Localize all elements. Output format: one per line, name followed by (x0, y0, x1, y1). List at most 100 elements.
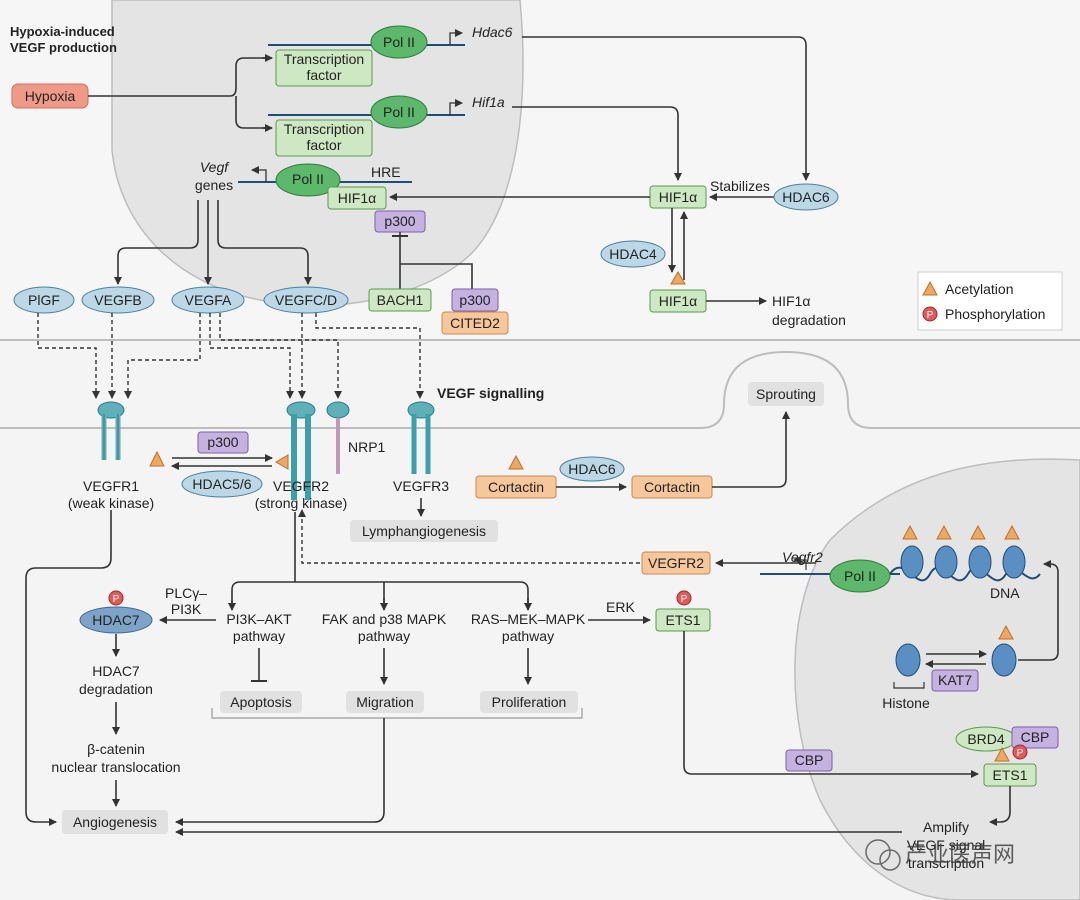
hif1a-hre-label: HIF1α (338, 190, 376, 206)
vegfcd-label: VEGFC/D (275, 292, 337, 308)
migration-box (346, 691, 424, 713)
erk-label: ERK (606, 599, 635, 615)
pi3k-label-1: PI3K–AKT (226, 611, 292, 627)
pol2-bottom-ellipse (829, 559, 891, 593)
lymph-box (350, 520, 498, 542)
pol2-ellipse-1 (370, 25, 428, 59)
hdac6-gene-arrow (522, 36, 810, 181)
tf-2-line2: factor (306, 137, 341, 153)
hif1a-ac-label: HIF1α (659, 293, 697, 309)
angiogenesis-box (62, 810, 168, 834)
nrp1-receptor (326, 401, 350, 474)
hdac6-cortactin-label: HDAC6 (568, 461, 616, 477)
gene-to-vegfb (114, 200, 199, 285)
ets1-label: ETS1 (665, 612, 700, 628)
p300-receptor-label: p300 (207, 434, 238, 450)
proliferation-label: Proliferation (492, 694, 567, 710)
nucleosomes (900, 545, 1026, 579)
hdac4-oval (600, 240, 666, 268)
vegfr-acetyl-left (149, 450, 165, 467)
plgf-to-vegfr1 (37, 313, 100, 399)
p300-top-label: p300 (384, 213, 415, 229)
watermark-text: 产业医声网 (905, 843, 1015, 868)
tss-1 (449, 29, 463, 45)
kat7-box (931, 669, 979, 692)
p300-bach-box (451, 288, 499, 312)
tss-3 (251, 166, 267, 182)
vegfb-oval (81, 286, 155, 314)
migration-label: Migration (356, 694, 414, 710)
p300-inhibition-lines (399, 232, 473, 290)
stabilizes-label: Stabilizes (710, 178, 770, 194)
vegfr2-label-2: (strong kinase) (255, 495, 348, 511)
angiogenesis-label: Angiogenesis (73, 814, 157, 830)
legend-phospho-icon (922, 306, 938, 322)
hif1a-label: HIF1α (659, 189, 697, 205)
hdac4-label: HDAC4 (609, 246, 657, 262)
vegfa-to-vegfr1 (124, 313, 201, 399)
cortactin-acetyl (508, 454, 524, 470)
vegfr2-label-1: VEGFR2 (273, 478, 329, 494)
cortactin-to-sprouting (712, 411, 790, 488)
hdac56-oval (181, 470, 263, 498)
vegfa-to-vegfr2 (209, 313, 294, 399)
hypoxia-label: Hypoxia (25, 88, 76, 104)
cortactin-label: Cortactin (644, 479, 700, 495)
p300-bach-label: p300 (459, 292, 490, 308)
vegfr1-label-1: VEGFR1 (83, 478, 139, 494)
top-title-2: VEGF production (10, 40, 117, 55)
outcome-bracket (211, 708, 583, 719)
dna-label: DNA (990, 585, 1020, 601)
pol2-label-2: Pol II (383, 104, 415, 120)
amplify-2: VEGF signal (907, 837, 986, 853)
hdac7-phospho-symbol: P (113, 594, 120, 605)
histone-acetyl (998, 624, 1014, 640)
bcat-1: β-catenin (87, 741, 145, 757)
tf-1-line2: factor (306, 67, 341, 83)
bach1-box (368, 288, 432, 312)
apoptosis-box (220, 691, 302, 713)
vegfr2-feedback-arrow (298, 509, 640, 564)
cbp-box-2 (1011, 726, 1059, 749)
p300-receptor-box (197, 431, 249, 454)
plgf-label: PlGF (28, 292, 60, 308)
sprouting-label: Sprouting (756, 386, 816, 402)
tf-1-line1: Transcription (284, 51, 364, 67)
plgf-oval (13, 286, 75, 314)
cbp-label-2: CBP (1021, 729, 1050, 745)
cortactin-ac-label: Cortactin (488, 479, 544, 495)
ets1-phospho (676, 590, 692, 606)
vegfr2-receptor (286, 401, 316, 500)
fak-label-2: pathway (358, 628, 410, 644)
vegfr2-acetyl (275, 454, 289, 470)
vegfa-to-nrp1 (219, 313, 342, 399)
legend-box (917, 271, 1063, 331)
tss-2 (449, 99, 463, 115)
top-title-1: Hypoxia-induced (10, 24, 115, 39)
hdac6-gene: Hdac6 (472, 24, 513, 40)
histone-right (991, 643, 1017, 677)
vegfr1-receptor (97, 401, 125, 460)
legend-acetyl-icon (922, 280, 938, 296)
bracket-to-angio (175, 718, 385, 826)
ras-label-2: pathway (502, 628, 554, 644)
hdac6-top-label: HDAC6 (782, 189, 830, 205)
apoptosis-label: Apoptosis (230, 694, 291, 710)
ets1-box (655, 608, 711, 632)
cbp-box-1 (785, 749, 833, 772)
ets1-nuc-phospho-symbol: P (1017, 748, 1024, 759)
fak-label-1: FAK and p38 MAPK (322, 611, 447, 627)
vegfcd-to-vegfr3 (315, 313, 424, 399)
watermark: 产业医声网 (865, 839, 1015, 871)
legend-phosphorylation: Phosphorylation (945, 306, 1045, 322)
vegfr2-orange-label: VEGFR2 (648, 555, 704, 571)
hre-label: HRE (371, 164, 401, 180)
bach1-label: BACH1 (377, 292, 424, 308)
lymph-label: Lymphangiogenesis (362, 523, 486, 539)
histone-left (895, 643, 921, 677)
ets1-nuc-acetyl (994, 746, 1010, 762)
ets1-to-nucleus (683, 631, 979, 778)
pol2-bottom-label: Pol II (844, 568, 876, 584)
nrp1-label: NRP1 (348, 439, 386, 455)
tf-box-1 (275, 49, 373, 87)
